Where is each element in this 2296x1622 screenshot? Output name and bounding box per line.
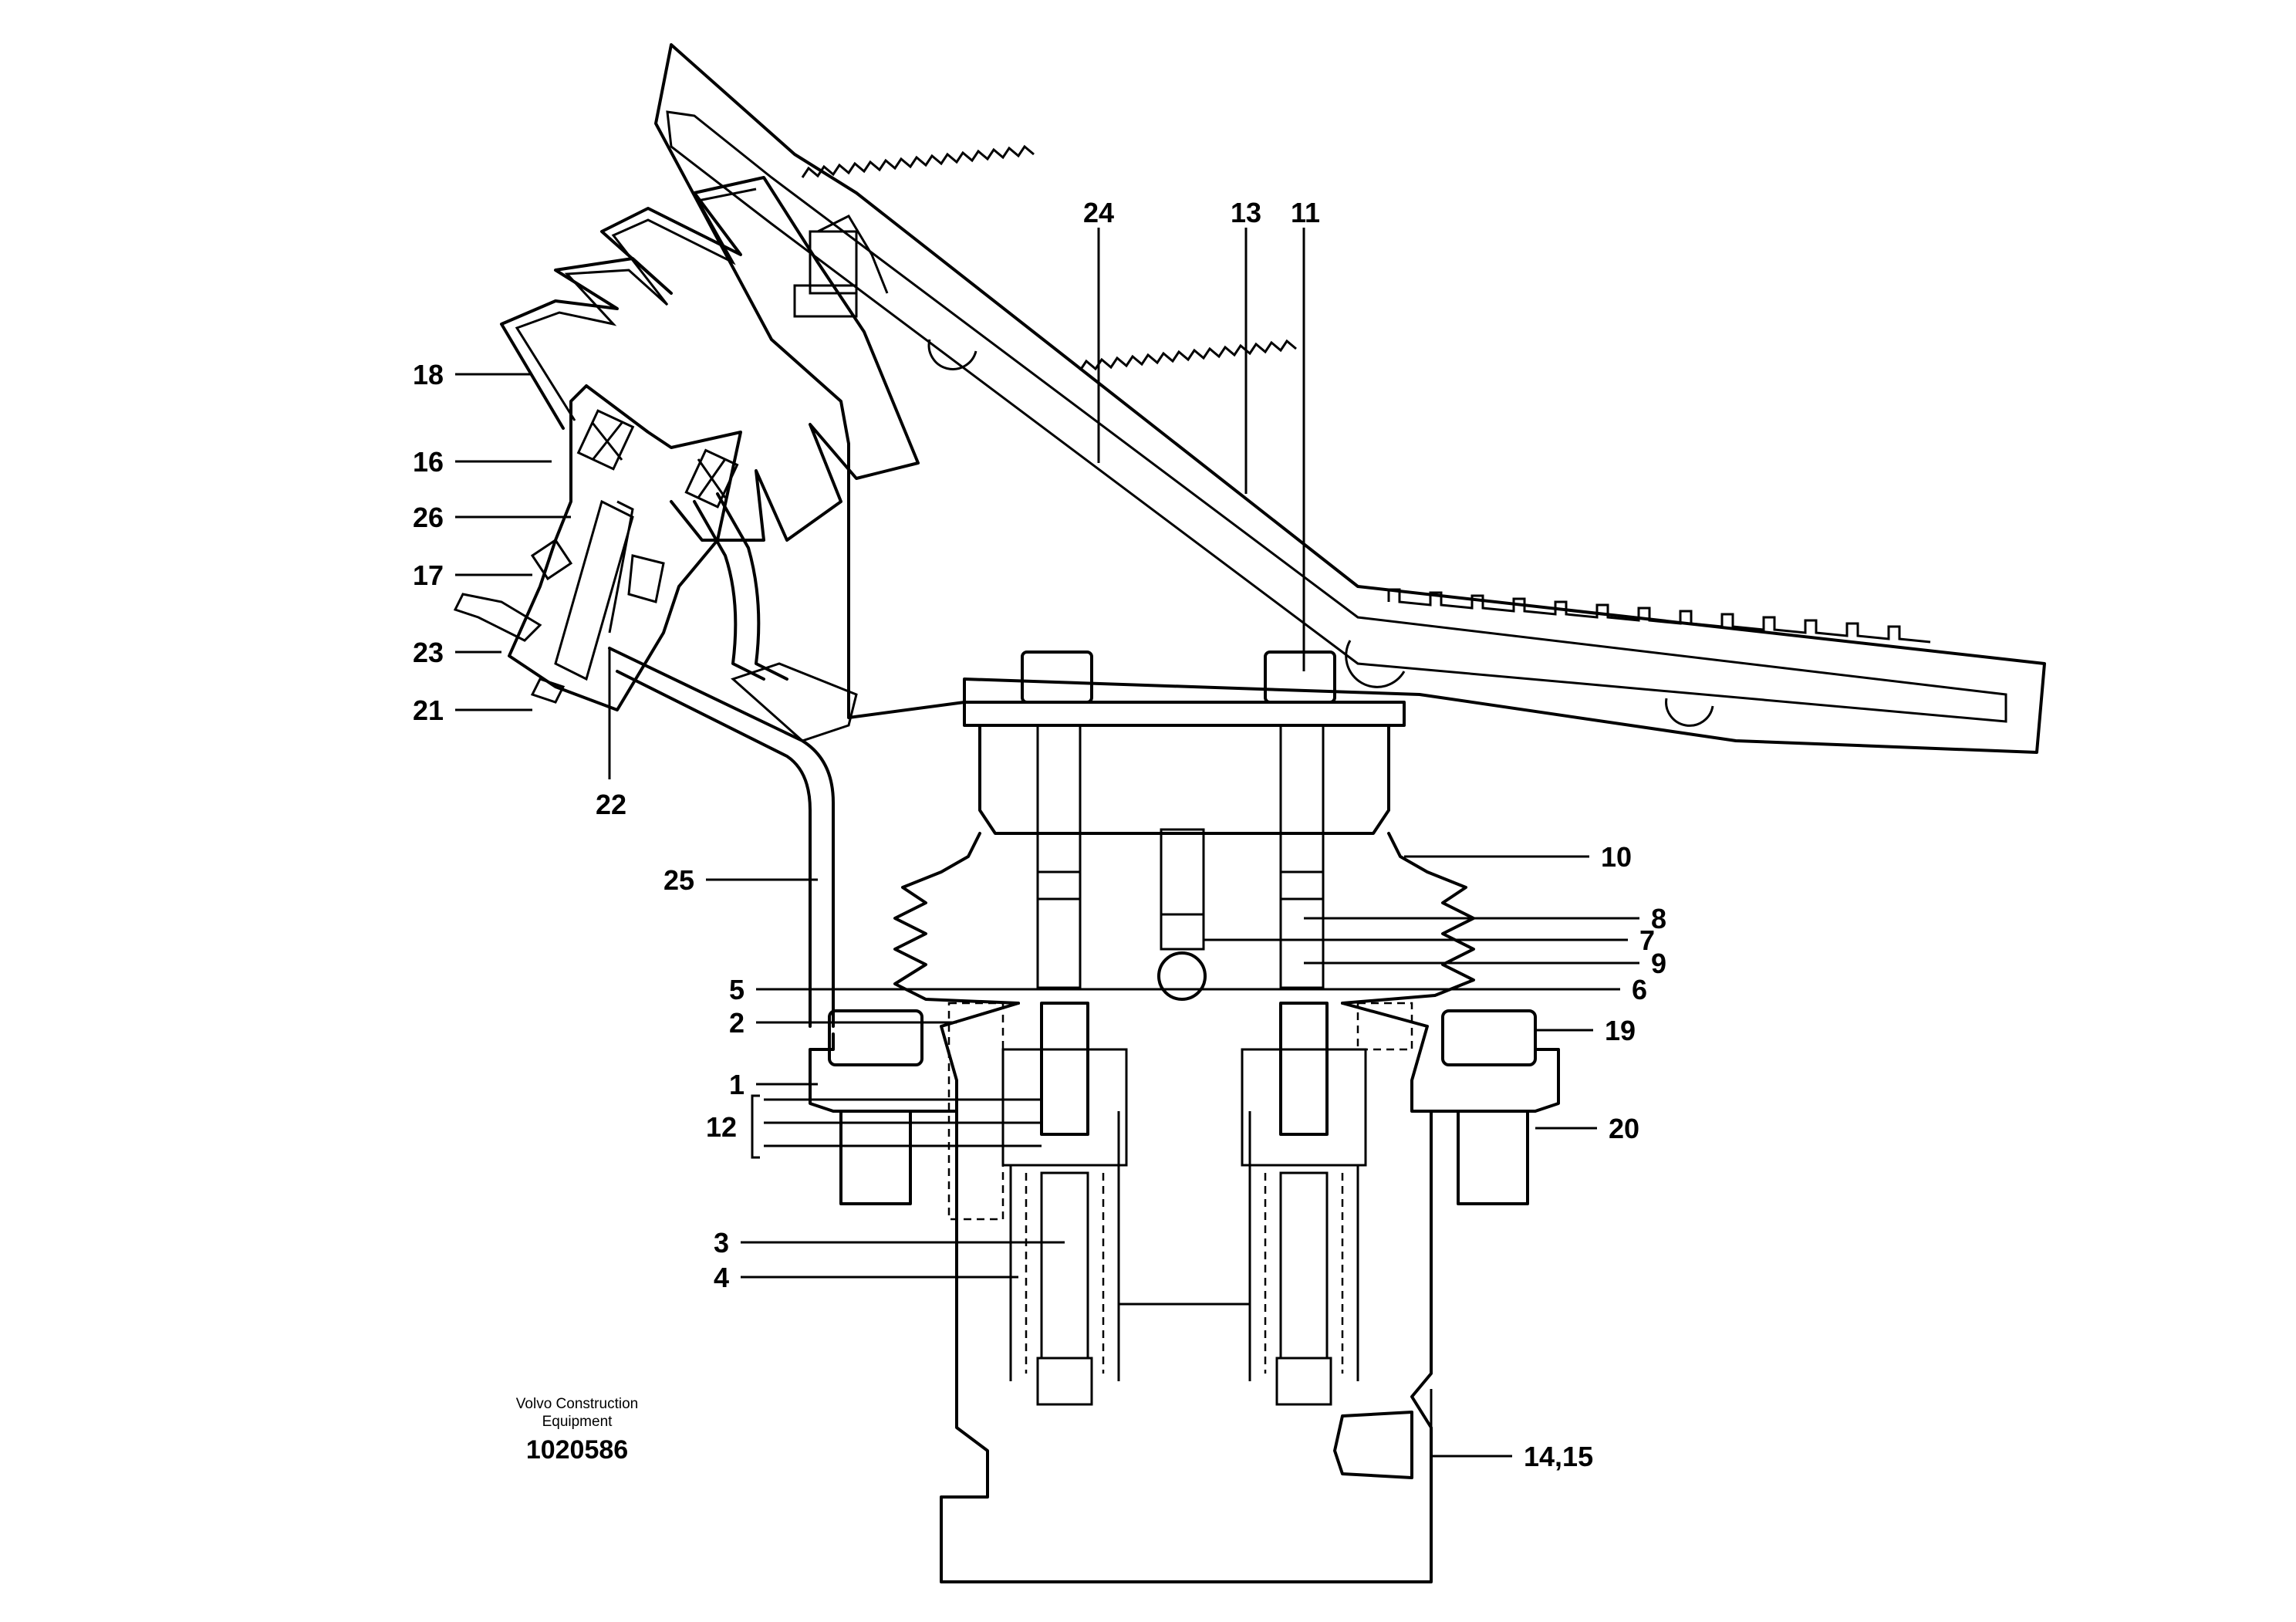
callout-3: 3	[714, 1227, 729, 1259]
callout-17: 17	[413, 559, 444, 591]
callout-1: 1	[729, 1069, 745, 1100]
leader-lines	[455, 228, 1639, 1458]
sensor-housing	[453, 384, 742, 711]
callout-10: 10	[1601, 841, 1632, 873]
callout-9: 9	[1651, 948, 1666, 979]
callout-24: 24	[1083, 197, 1114, 228]
rubber-bellows	[500, 176, 920, 542]
callout-16: 16	[413, 446, 444, 478]
callout-7: 7	[1639, 924, 1655, 956]
callout-2: 2	[729, 1007, 745, 1039]
callout-23: 23	[413, 637, 444, 668]
callout-21: 21	[413, 694, 444, 726]
callout-14-15: 14,15	[1524, 1441, 1593, 1472]
callout-26: 26	[413, 502, 444, 533]
document-number: 1020586	[526, 1435, 628, 1465]
callout-5: 5	[729, 974, 745, 1005]
callout-labels: 24 13 11 18 16 26 17 23 21 22 25 10 8 7 …	[413, 197, 1666, 1472]
credit-line-2: Equipment	[542, 1414, 613, 1430]
sensor-cable	[608, 492, 858, 1028]
credit-line-1: Volvo Construction	[516, 1396, 638, 1412]
callout-4: 4	[714, 1262, 729, 1293]
callout-13: 13	[1231, 197, 1261, 228]
callout-20: 20	[1609, 1113, 1639, 1144]
foot-pedal	[654, 43, 2046, 754]
publisher-credit: Volvo Construction Equipment 1020586	[516, 1396, 638, 1465]
callout-12: 12	[706, 1111, 737, 1143]
callout-19: 19	[1605, 1015, 1636, 1046]
callout-6: 6	[1632, 974, 1647, 1005]
callout-11: 11	[1291, 197, 1320, 228]
callout-25: 25	[663, 864, 694, 896]
valve-body	[809, 650, 1560, 1583]
callout-8: 8	[1651, 903, 1666, 934]
callout-22: 22	[596, 789, 626, 820]
callout-18: 18	[413, 359, 444, 390]
